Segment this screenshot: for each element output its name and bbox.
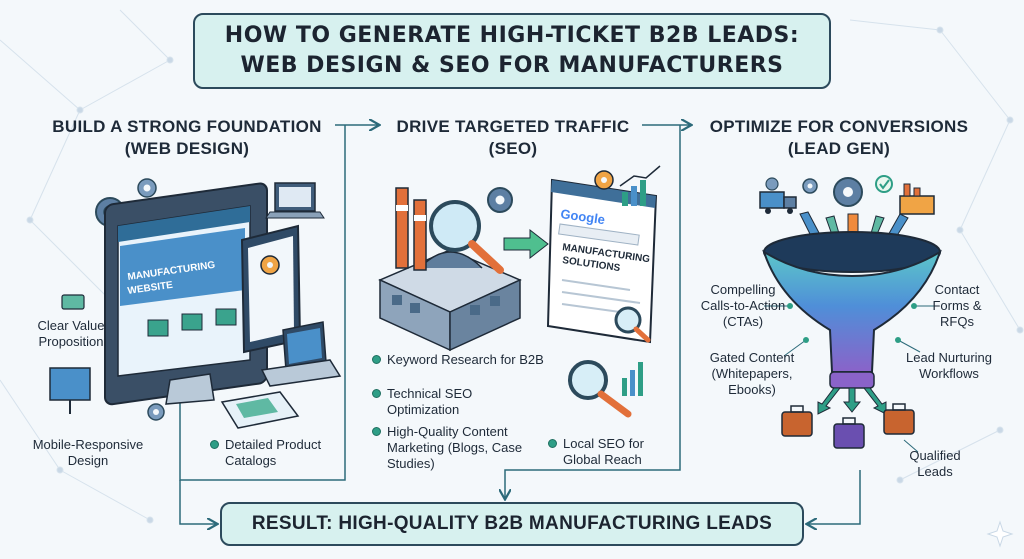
search-engine-logo: Google: [560, 206, 606, 227]
gear-icon: [487, 187, 513, 213]
bullet-dot: [548, 439, 557, 448]
column-heading-line-2: (WEB DESIGN): [124, 139, 250, 158]
bullet-dot: [210, 440, 219, 449]
label-compelling-ctas: Compelling Calls-to-Action (CTAs): [700, 282, 786, 329]
bullet-text: Local SEO for Global Reach: [563, 436, 644, 467]
briefcase-icon: [833, 417, 865, 449]
factory-icon: [899, 183, 935, 215]
gear-icon: [594, 170, 614, 190]
gear-icon: [802, 178, 818, 194]
bullet-content-marketing: High-Quality Content Marketing (Blogs, C…: [372, 424, 524, 472]
briefcase-icon: [883, 403, 915, 435]
sparkle-icon: [986, 520, 1014, 548]
label-clear-value-proposition: Clear Value Proposition: [37, 318, 105, 349]
bar-chart-icon: [622, 362, 643, 396]
column-heading-line-1: BUILD A STRONG FOUNDATION: [52, 117, 322, 136]
bullet-text: Technical SEO Optimization: [387, 386, 473, 417]
column-heading-line-2: (SEO): [488, 139, 538, 158]
label-lead-nurturing: Lead Nurturing Workflows: [906, 350, 992, 381]
column-heading-line-1: OPTIMIZE FOR CONVERSIONS: [709, 117, 969, 136]
label-contact-forms: Contact Forms & RFQs: [932, 282, 982, 329]
check-icon: [875, 175, 893, 193]
bullet-keyword-research: Keyword Research for B2B: [372, 352, 562, 368]
column-heading-web-design: BUILD A STRONG FOUNDATION (WEB DESIGN): [38, 116, 336, 160]
gear-icon: [765, 177, 779, 191]
title-banner: HOW TO GENERATE HIGH-TICKET B2B LEADS: W…: [193, 13, 831, 89]
magnifier-icon: [568, 360, 632, 418]
result-banner: RESULT: HIGH-QUALITY B2B MANUFACTURING L…: [220, 502, 804, 546]
bullet-text: High-Quality Content Marketing (Blogs, C…: [387, 424, 523, 471]
title-line-1: HOW TO GENERATE HIGH-TICKET B2B LEADS:: [224, 23, 800, 48]
label-mobile-responsive-design: Mobile-Responsive Design: [32, 437, 144, 468]
magnifier-icon: [614, 306, 651, 343]
gear-icon: [137, 178, 157, 198]
lead-gen-illustration: [759, 175, 942, 453]
title-line-2: WEB DESIGN & SEO FOR MANUFACTURERS: [240, 53, 784, 78]
label-text: Detailed Product Catalogs: [225, 437, 322, 468]
bullet-local-seo: Local SEO for Global Reach: [548, 436, 658, 468]
bullet-dot: [372, 355, 381, 364]
column-heading-line-2: (LEAD GEN): [787, 139, 891, 158]
gear-icon: [147, 403, 165, 421]
column-heading-lead-gen: OPTIMIZE FOR CONVERSIONS (LEAD GEN): [700, 116, 978, 160]
seo-illustration: Google MANUFACTURING SOLUTIONS: [378, 165, 661, 418]
label-detailed-product-catalogs: Detailed Product Catalogs: [210, 437, 340, 469]
bar-chart-icon: [619, 165, 661, 206]
column-heading-seo: DRIVE TARGETED TRAFFIC (SEO): [388, 116, 638, 160]
magnifier-icon: [429, 200, 504, 274]
web-design-illustration: MANUFACTURING WEBSITE: [49, 178, 342, 429]
gear-icon: [260, 255, 280, 275]
flow-arrows: [179, 125, 861, 524]
bullet-dot: [372, 389, 381, 398]
label-gated-content: Gated Content (Whitepapers, Ebooks): [709, 350, 795, 397]
gear-icon: [833, 177, 863, 207]
briefcase-icon: [781, 405, 813, 437]
label-qualified-leads: Qualified Leads: [909, 448, 961, 479]
bullet-dot: [372, 427, 381, 436]
bullet-text: Keyword Research for B2B: [387, 352, 544, 367]
bullet-technical-seo: Technical SEO Optimization: [372, 386, 492, 418]
column-heading-line-1: DRIVE TARGETED TRAFFIC: [396, 117, 630, 136]
truck-icon: [759, 191, 797, 214]
